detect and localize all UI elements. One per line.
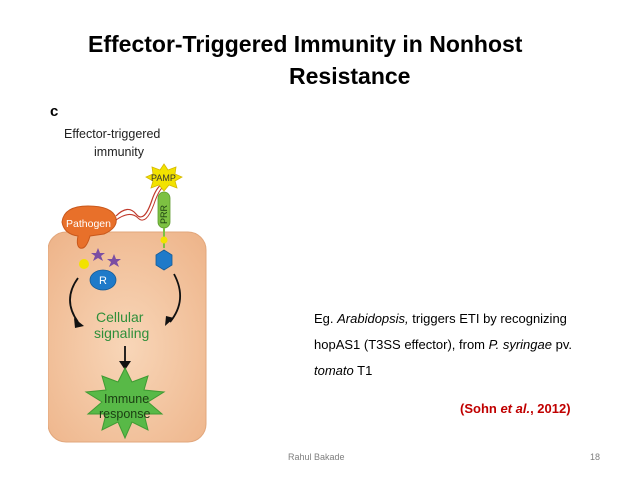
effector-star-1: [91, 248, 105, 261]
secretion-line: [115, 183, 163, 218]
prr-kinase-domain: [155, 249, 173, 271]
title-line-1: Effector-Triggered Immunity in Nonhost: [88, 31, 523, 57]
immune-burst: [84, 366, 166, 440]
r-label: R: [99, 275, 107, 287]
figure-heading-line-1: Effector-triggered: [64, 127, 160, 141]
immune-line-2: response: [99, 407, 150, 421]
arabidopsis-term: Arabidopsis,: [337, 311, 409, 326]
pamp-label: PAMP: [151, 173, 176, 183]
example-text-1: triggers ETI by recognizing: [408, 311, 567, 326]
arrow-right-head: [165, 316, 174, 326]
signaling-line-1: Cellular: [96, 309, 144, 325]
example-line-1: Eg. Arabidopsis, triggers ETI by recogni…: [314, 306, 614, 332]
r-protein: [89, 269, 117, 291]
eti-figure: c Effector-triggered immunity Pathogen P…: [47, 100, 213, 445]
signaling-line-2: signaling: [94, 325, 149, 341]
arrow-left-head: [74, 318, 84, 328]
immune-line-1: Immune: [104, 392, 149, 406]
example-text-4: T1: [353, 363, 373, 378]
eg-label: Eg.: [314, 311, 338, 326]
example-line-3: tomato T1: [314, 358, 614, 384]
tomato-term: tomato: [314, 363, 354, 378]
eti-diagram: c Effector-triggered immunity Pathogen P…: [47, 103, 207, 443]
citation-et-al: et al.: [500, 401, 531, 416]
figure-heading-line-2: immunity: [94, 145, 145, 159]
pathogen-label: Pathogen: [66, 218, 111, 230]
title-line-2: Resistance: [289, 63, 411, 89]
citation-open: (Sohn: [460, 401, 501, 416]
prr-label: PRR: [159, 204, 169, 224]
panel-letter: c: [50, 103, 58, 120]
arrow-left: [69, 277, 79, 323]
secretion-line-2: [115, 187, 163, 221]
footer-author: Rahul Bakade: [288, 452, 345, 462]
r-protein-head: [79, 259, 89, 269]
example-line-2: hopAS1 (T3SS effector), from P. syringae…: [314, 332, 614, 358]
slide-title: Effector-Triggered Immunity in Nonhost R…: [60, 28, 580, 92]
example-text-2: hopAS1 (T3SS effector), from: [314, 337, 489, 352]
pamp-burst: [145, 163, 183, 192]
effector-star-2: [107, 254, 121, 267]
page-number: 18: [590, 452, 601, 462]
example-text-3: pv.: [551, 337, 572, 352]
arrow-down-head: [119, 361, 131, 370]
citation: (Sohn et al., 2012): [460, 401, 571, 416]
p-syringae-term: P. syringae: [488, 337, 552, 352]
plant-cell: [47, 231, 207, 443]
pathogen-shape: [61, 205, 117, 249]
citation-close: , 2012): [530, 401, 571, 416]
example-text: Eg. Arabidopsis, triggers ETI by recogni…: [314, 306, 614, 384]
prr-joint: [160, 236, 168, 244]
